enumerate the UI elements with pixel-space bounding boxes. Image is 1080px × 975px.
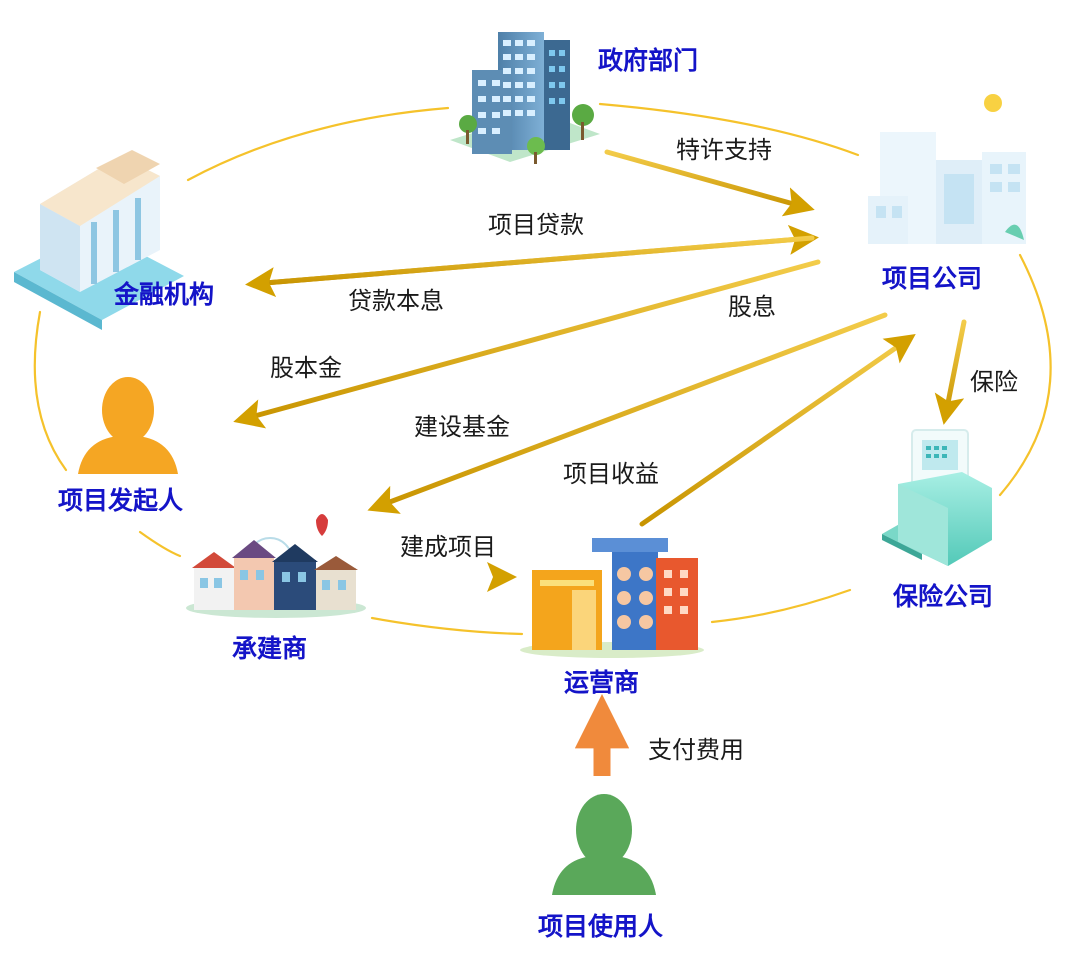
edge-insurance: 保险 (970, 368, 1018, 396)
office-building-icon (450, 32, 600, 164)
edge-loan-principal-interest: 贷款本息 (348, 287, 444, 315)
edge-payment: 支付费用 (648, 736, 744, 764)
node-project-company: 项目公司 (882, 264, 983, 293)
ring-segment-operator-contractor (370, 616, 524, 636)
colorful-building-icon (520, 538, 704, 658)
edge-project-revenue: 项目收益 (563, 460, 659, 488)
arrow-project-revenue (639, 334, 916, 527)
node-insurance-company: 保险公司 (893, 582, 994, 611)
node-project-sponsor: 项目发起人 (58, 486, 184, 515)
arrow-construction-fund (367, 312, 888, 514)
arrow-insurance (934, 319, 967, 425)
node-operator: 运营商 (564, 668, 640, 697)
arrow-concession-support (604, 149, 815, 217)
city-buildings-icon (868, 94, 1026, 244)
node-contractor: 承建商 (232, 634, 308, 663)
edge-concession-support: 特许支持 (676, 136, 772, 164)
node-government: 政府部门 (598, 46, 699, 75)
flow-arrows (233, 149, 967, 592)
arrow-equity-capital (233, 259, 821, 429)
ring-segment-company-insurance (998, 253, 1052, 497)
ring-segment-contractor-sponsor (138, 530, 182, 558)
edge-construction-fund: 建设基金 (414, 413, 510, 441)
townhouses-icon (186, 514, 366, 618)
node-financial-institution: 金融机构 (114, 280, 215, 309)
node-project-user: 项目使用人 (538, 912, 664, 941)
edge-equity-capital: 股本金 (270, 354, 342, 382)
ring-segment-sponsor-bank (33, 310, 68, 472)
person-icon (552, 794, 656, 895)
ring-segment-gov-company (598, 102, 860, 157)
bank-icon (14, 150, 184, 330)
ring-segment-gov-bank (186, 106, 450, 182)
ring (33, 102, 1052, 636)
insurance-kiosk-icon (882, 429, 992, 566)
edge-project-loan: 项目贷款 (488, 211, 584, 239)
edge-dividend: 股息 (728, 293, 776, 321)
arrow-loan-principal (245, 235, 815, 298)
ring-segment-insurance-operator (710, 588, 852, 624)
person-icon (78, 377, 178, 474)
edge-completed-project: 建成项目 (400, 533, 496, 561)
